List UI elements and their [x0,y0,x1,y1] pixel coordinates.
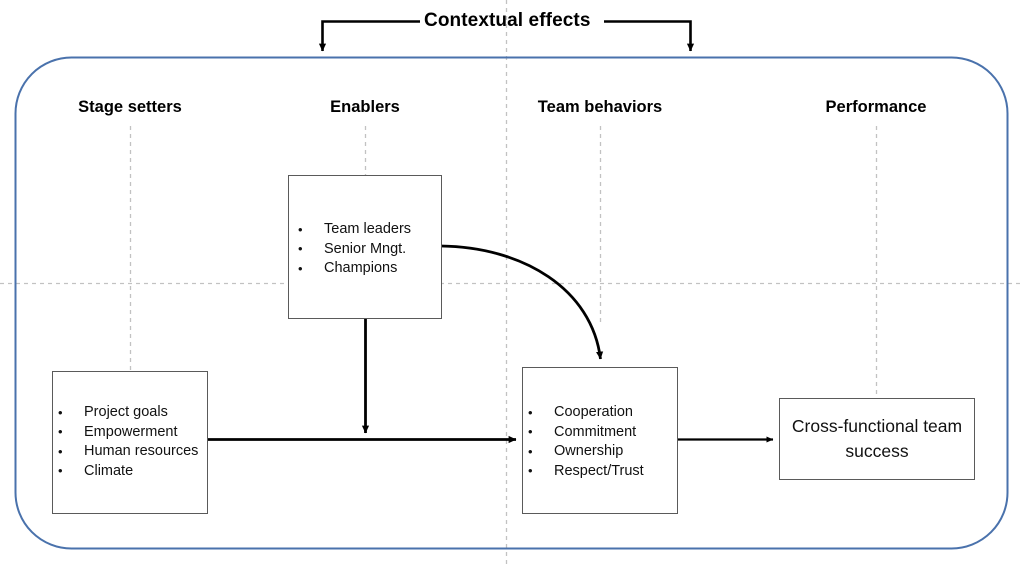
list-item: Cooperation [528,403,644,423]
list-item: Respect/Trust [528,461,644,482]
list-item: Empowerment [58,422,198,443]
contextual-effects-right-arrow [604,20,695,52]
list-item: Champions [298,259,411,279]
list-item: Climate [58,461,198,482]
column-header-team-behaviors: Team behaviors [537,98,663,116]
list-item: Human resources [58,442,198,462]
list-item: Ownership [528,442,644,462]
contextual-effects-label: Contextual effects [424,10,591,31]
enablers-bullet-list: Team leaders Senior Mngt. Champions [298,220,411,279]
column-header-performance: Performance [825,98,927,116]
column-header-enablers: Enablers [330,98,400,116]
enablers-to-behaviors-curve [440,244,604,360]
column-header-stage-setters: Stage setters [78,98,182,116]
contextual-effects-left-arrow [318,20,420,52]
contextual-effects-connectors [318,20,695,52]
list-item: Project goals [58,403,198,423]
list-item: Senior Mngt. [298,239,411,260]
list-item: Commitment [528,422,644,443]
flow-connectors [208,244,774,444]
performance-outcome-label: Cross-functional team success [791,416,963,461]
model-frame [14,56,1009,550]
box-performance: Cross-functional team success [779,398,975,480]
list-item: Team leaders [298,220,411,240]
team-behaviors-bullet-list: Cooperation Commitment Ownership Respect… [528,403,644,481]
stage-setters-bullet-list: Project goals Empowerment Human resource… [58,403,198,481]
